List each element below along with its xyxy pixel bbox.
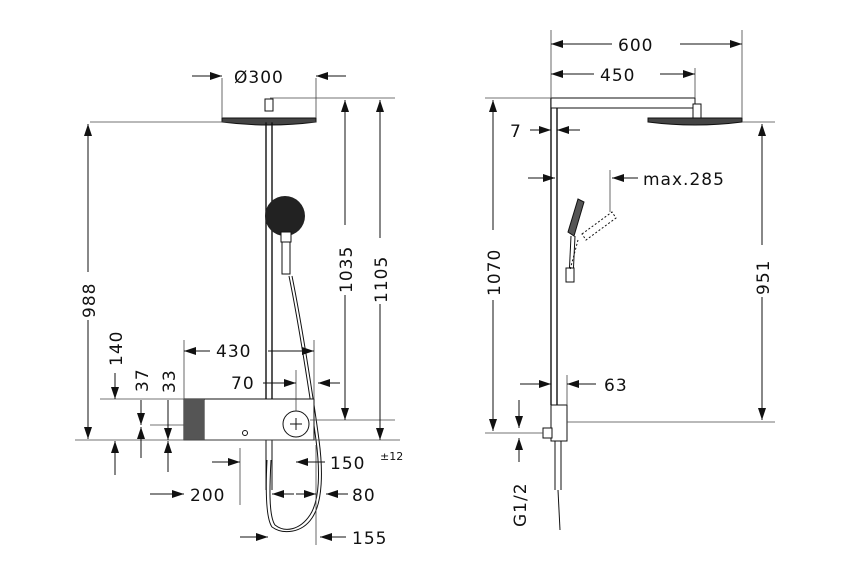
dim-label-80: 80 [352, 486, 376, 506]
dim-label-450: 450 [600, 66, 635, 86]
dim-label-thread: G1/2 [511, 482, 531, 527]
dim-label-150-tolerance: ±12 [380, 450, 403, 463]
overhead-shower-front [221, 98, 317, 126]
dim-label-200: 200 [190, 486, 225, 506]
dim-label-430: 430 [216, 342, 251, 362]
front-view: Ø300 1035 1105 988 140 37 33 430 70 [75, 68, 403, 549]
dim-label-140: 140 [107, 331, 127, 366]
hand-shower-side [565, 198, 585, 283]
dim-label-63: 63 [604, 376, 628, 396]
side-view: 600 450 7 max.285 1070 951 63 G1/2 [483, 30, 775, 531]
thermostat-side [542, 404, 568, 531]
dim-label-155: 155 [352, 529, 387, 549]
dim-label-33: 33 [160, 369, 180, 393]
shower-hose [269, 275, 319, 530]
dim-label-7: 7 [510, 122, 522, 142]
dim-label-70: 70 [231, 374, 255, 394]
dim-label-951: 951 [754, 260, 774, 295]
dim-label-37: 37 [133, 368, 153, 392]
dim-label-988: 988 [80, 283, 100, 318]
thermostat-body-front [183, 398, 315, 441]
hand-shower-alt-position [569, 211, 617, 271]
dim-label-1105: 1105 [372, 256, 392, 303]
dim-label-d300: Ø300 [234, 68, 284, 88]
dim-label-1035: 1035 [337, 246, 357, 293]
dim-label-150: 150 [330, 454, 365, 474]
shower-arm [550, 97, 696, 109]
overhead-shower-side [647, 117, 743, 126]
dim-label-max285: max.285 [643, 170, 725, 190]
dim-label-1070: 1070 [485, 249, 505, 296]
shower-hose-outer [265, 275, 322, 533]
dim-label-600: 600 [618, 36, 653, 56]
hand-shower-front [265, 196, 305, 275]
